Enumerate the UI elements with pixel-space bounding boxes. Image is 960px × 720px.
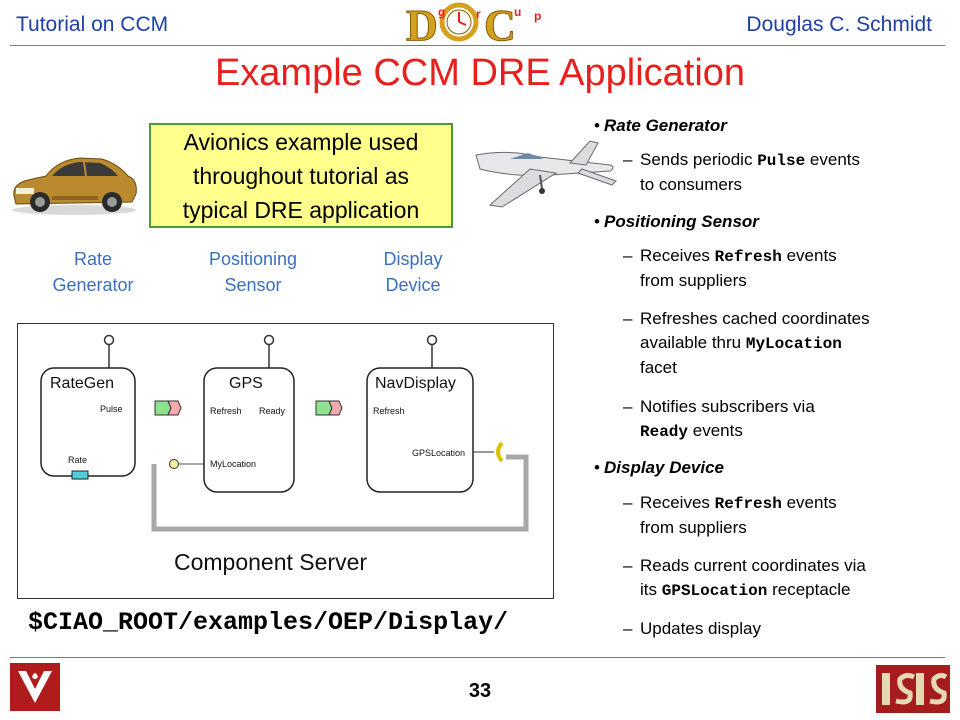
airplane-icon [475,140,617,208]
rategen-rate-attr: Rate [68,455,87,465]
component-label-line: Positioning [208,249,298,269]
component-label-line: Device [385,275,441,295]
header-tutorial-title: Tutorial on CCM [16,13,169,36]
event-sink-icon [167,400,182,416]
disp-sub-1: –Receives Refresh events from suppliers [623,493,837,537]
component-server-diagram: RateGen Pulse Rate GPS Refresh Ready MyL… [17,323,554,599]
rategen-pulse-port: Pulse [100,404,123,414]
svg-text:p: p [534,9,541,23]
bullet-rate-generator: Rate Generator [604,116,727,135]
event-sink-icon [328,400,343,416]
gps-component [203,367,295,493]
footer-rule [10,657,945,658]
mylocation-facet-icon [169,459,179,469]
doc-group-logo: D C g r u p [406,1,542,47]
nav-name: NavDisplay [375,375,456,392]
navdisplay-component [366,367,474,493]
bullet-positioning-sensor: Positioning Sensor [604,212,759,231]
gps-ready-port: Ready [259,406,286,416]
svg-text:r: r [476,7,481,21]
receptacle-icon [496,441,504,463]
gps-facet-icon [263,334,275,346]
pos-sub-2: –Refreshes cached coordinates available … [623,309,870,377]
disp-sub-2: –Reads current coordinates via its GPSLo… [623,556,866,600]
avionics-callout: Avionics example used throughout tutoria… [149,123,453,228]
component-label-line: Generator [52,275,134,295]
car-icon [12,157,137,215]
svg-text:D: D [406,1,438,46]
nav-facet-icon [426,334,438,346]
label-positioning-sensor: Positioning Sensor [195,246,311,298]
component-label-line: Display [383,249,443,269]
nav-gpslocation-receptacle: GPSLocation [412,448,465,458]
page-title: Example CCM DRE Application [214,52,746,94]
svg-text:u: u [514,5,521,19]
isis-logo-icon [876,665,950,713]
header-author: Douglas C. Schmidt [746,13,932,36]
callout-line: typical DRE application [182,197,420,223]
bullet-dot: • [594,458,600,477]
bullet-dot: • [594,212,600,231]
gps-name: GPS [229,375,263,392]
nav-refresh-port: Refresh [373,406,405,416]
callout-line: throughout tutorial as [192,163,410,189]
rate-attribute-icon [71,470,89,480]
bullet-display-device: Display Device [604,458,725,477]
pos-sub-3: –Notifies subscribers via Ready events [623,397,815,441]
rate-sub-1: –Sends periodic Pulse events to consumer… [623,150,861,194]
gps-location-connector [151,454,529,532]
pos-sub-1: –Receives Refresh events from suppliers [623,246,837,290]
gps-mylocation-facet: MyLocation [210,459,256,469]
component-label-line: Rate [73,249,113,269]
component-label-line: Sensor [224,275,282,295]
header-rule [10,45,945,46]
label-rate-generator: Rate Generator [40,246,146,298]
page-number: 33 [468,680,492,702]
svg-text:C: C [484,1,516,46]
component-server-label: Component Server [174,549,367,575]
rategen-name: RateGen [50,375,114,392]
svg-text:g: g [438,5,445,19]
vanderbilt-logo-icon [10,663,60,711]
disp-sub-3: –Updates display [623,619,761,638]
rategen-facet-icon [103,334,115,346]
example-path: $CIAO_ROOT/examples/OEP/Display/ [28,608,509,637]
label-display-device: Display Device [370,246,456,298]
gps-refresh-port: Refresh [210,406,242,416]
bullet-dot: • [594,116,600,135]
callout-line: Avionics example used [183,129,419,155]
